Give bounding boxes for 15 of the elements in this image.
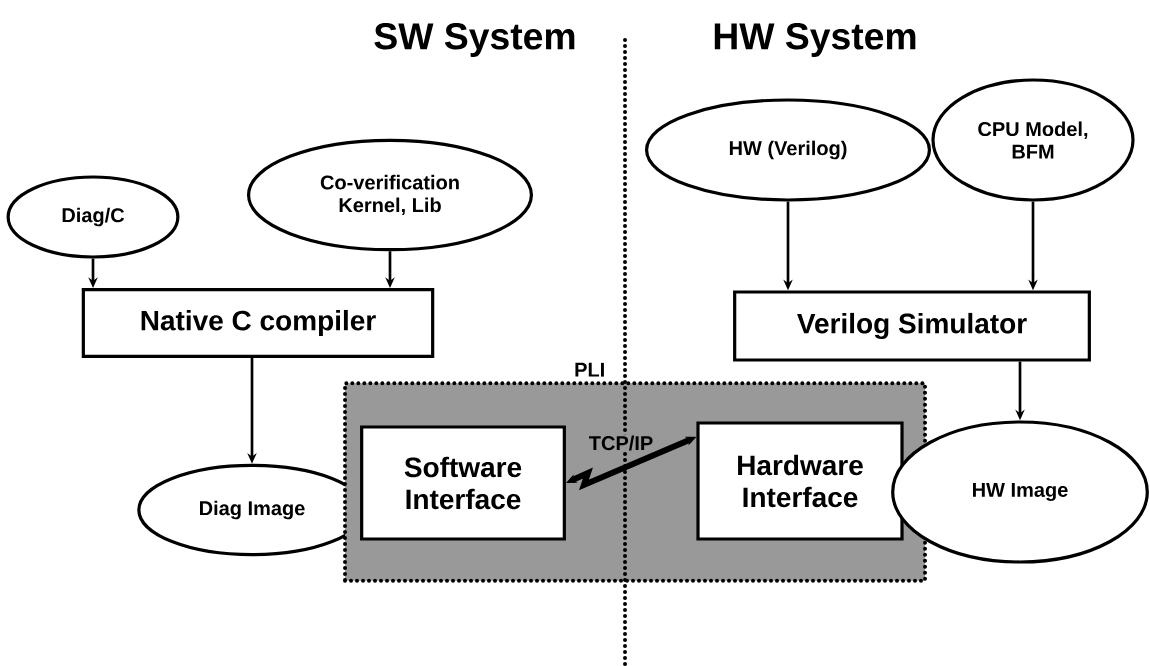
ellipse-node: HW (Verilog): [645, 98, 932, 202]
node-label: PLI: [575, 362, 604, 377]
ellipse-node: Co-verification Kernel, Lib: [247, 138, 534, 252]
ellipse-node: HW Image: [891, 420, 1149, 564]
ellipse-node: Diag/C: [6, 175, 180, 259]
ellipse-node: CPU Model, BFM: [931, 78, 1135, 202]
section-title: SW System: [374, 23, 575, 57]
section-title: HW System: [714, 23, 916, 57]
process-box: Native C compiler: [81, 288, 435, 358]
process-box: Hardware Interface: [696, 421, 904, 541]
process-box: Verilog Simulator: [733, 290, 1091, 362]
ellipse-node: Diag Image: [137, 463, 367, 557]
edge-label: TCP/IP: [587, 434, 655, 452]
process-box: Software Interface: [360, 425, 566, 541]
node-label: HW Image: [973, 483, 1068, 501]
